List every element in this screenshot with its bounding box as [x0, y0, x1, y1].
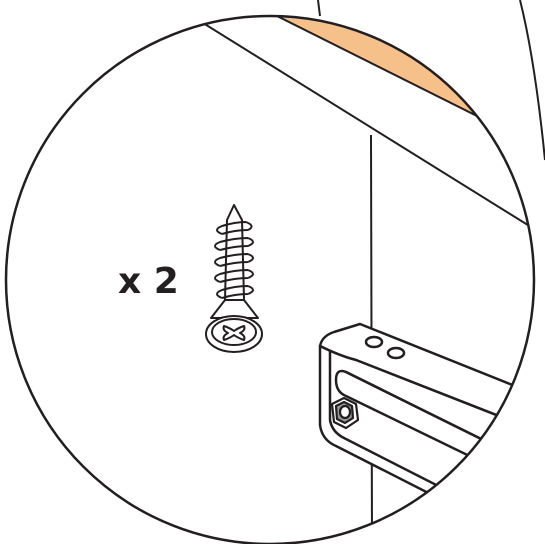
panel-lower-edge [149, 16, 534, 246]
magnifier-circle [4, 14, 536, 544]
wood-screw-icon [205, 204, 263, 353]
callout-pointer-line [317, 0, 545, 161]
quantity-label: x 2 [118, 261, 179, 302]
hex-nut-bolt-icon [330, 396, 360, 430]
